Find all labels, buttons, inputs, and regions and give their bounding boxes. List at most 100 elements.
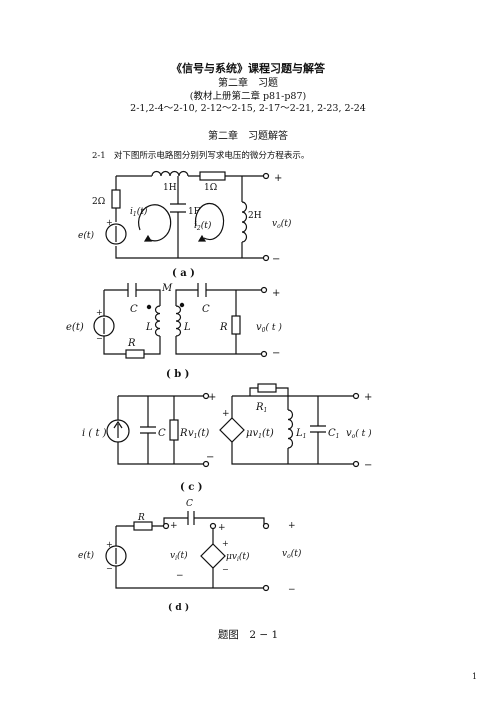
label-mu-vi-t: (t)	[239, 551, 250, 562]
label-r-right: R	[219, 322, 228, 333]
label-c: C	[158, 428, 166, 439]
label-vi: v	[170, 551, 175, 561]
resistor-r1	[257, 383, 277, 393]
svg-text:−: −	[106, 564, 113, 573]
inductor-1h	[151, 170, 189, 177]
label-1h: 1H	[163, 183, 177, 193]
svg-text:+: +	[218, 523, 226, 533]
voltage-source-icon	[105, 223, 127, 245]
label-mu-vi: μv	[226, 552, 237, 562]
svg-text:−: −	[288, 585, 296, 595]
label-c-left: C	[130, 304, 138, 315]
svg-text:C1: C1	[328, 428, 339, 440]
circuit-c: i ( t ) C R v1(t) + − + μv1(t) R1 L1 C1 …	[82, 383, 372, 493]
voltage-source-icon	[93, 315, 115, 337]
resistor-r-right	[231, 315, 241, 335]
label-vo-t: (t)	[281, 218, 292, 229]
label-mu-vi-sub: i	[237, 556, 239, 563]
label-vo: v	[256, 322, 262, 333]
figure-label-c: ( c )	[180, 482, 203, 493]
svg-text:+: +	[274, 173, 282, 184]
label-source-e: e(t)	[66, 322, 84, 333]
svg-text:−: −	[364, 460, 372, 471]
svg-text:vo( t ): vo( t )	[346, 428, 372, 440]
label-l-left: L	[145, 322, 153, 333]
problem-statement: 2-1 对下图所示电路图分别列写求电压的微分方程表示。	[92, 149, 309, 161]
label-vo: v	[346, 428, 352, 439]
svg-text:+: +	[288, 521, 296, 531]
capacitor-c1	[310, 425, 326, 433]
label-c1: C	[328, 428, 336, 439]
current-source-icon	[106, 419, 130, 443]
label-c1-sub: 1	[336, 433, 340, 440]
label-l1: L	[295, 428, 303, 439]
svg-text:−: −	[96, 334, 103, 343]
label-i2: i	[194, 221, 197, 231]
label-vo: v	[282, 549, 287, 559]
label-v1: v	[188, 428, 194, 439]
capacitor-c	[140, 426, 156, 434]
label-vo-t: (t)	[291, 548, 302, 559]
inductor-l1	[287, 409, 294, 449]
inductor-l-primary	[154, 305, 161, 337]
label-i1-sub: 1	[133, 211, 137, 218]
label-vi-t: (t)	[177, 550, 188, 561]
resistor-1ohm	[199, 171, 226, 181]
inductor-2h	[241, 201, 248, 243]
dependent-voltage-source-icon	[200, 543, 226, 569]
solutions-heading: 第二章 习题解答	[208, 131, 288, 142]
svg-text:+: +	[106, 540, 113, 549]
svg-text:+: +	[364, 392, 372, 403]
label-l1-sub: 1	[303, 433, 307, 440]
label-vo-sub: o	[287, 553, 291, 560]
circuit-b: C M C L L R R + − e(t) + v0( t ) − ( b )	[66, 283, 282, 380]
label-source-e: e(t)	[78, 230, 94, 241]
svg-text:R1: R1	[255, 402, 267, 414]
capacitor-c	[187, 511, 195, 525]
resistor-r	[133, 521, 153, 531]
svg-text:−: −	[272, 254, 280, 265]
label-r: R	[179, 428, 188, 439]
label-r1: R	[255, 402, 264, 413]
label-i2-sub: 2	[196, 225, 201, 232]
problem-number: 2-1	[92, 151, 106, 161]
label-2h: 2H	[248, 211, 262, 221]
svg-text:L1: L1	[295, 428, 306, 440]
svg-text:−: −	[272, 348, 280, 359]
label-v1-t: (t)	[197, 428, 209, 439]
label-i2-t: (t)	[201, 220, 212, 231]
svg-text:μvi(t): μvi(t)	[226, 551, 250, 563]
dependent-voltage-source-icon	[219, 417, 245, 443]
chapter-exercises-heading: 第二章 习题	[218, 78, 278, 89]
label-mu-v1-t: (t)	[262, 428, 274, 439]
svg-text:+: +	[106, 218, 113, 227]
label-r: R	[137, 513, 145, 523]
inductor-l-secondary	[175, 305, 182, 337]
problem-text: 对下图所示电路图分别列写求电压的微分方程表示。	[113, 151, 310, 161]
svg-text:vo(t): vo(t)	[272, 218, 292, 230]
label-vo-t: ( t )	[355, 428, 372, 439]
svg-text:−: −	[222, 565, 229, 574]
figure-label-b: ( b )	[166, 369, 189, 380]
resistor-r	[169, 419, 179, 441]
svg-text:μv1(t): μv1(t)	[246, 428, 274, 440]
label-1ohm: 1Ω	[204, 183, 217, 193]
loop-current-arrow-icon	[194, 202, 225, 241]
capacitor-c-right	[197, 283, 207, 297]
page-number: 1	[472, 672, 478, 681]
label-vo-sub: o	[277, 223, 281, 230]
document-title: 《信号与系统》课程习题与解答	[171, 62, 325, 75]
svg-text:−: −	[176, 571, 184, 581]
svg-text:+: +	[170, 521, 178, 531]
svg-text:i2(t): i2(t)	[194, 220, 212, 232]
resistor-2ohm	[111, 189, 121, 209]
label-source-e: e(t)	[78, 550, 94, 561]
label-source-i: i ( t )	[82, 428, 107, 439]
label-vo-sub: 0	[262, 327, 266, 334]
label-mu-v1-sub: 1	[258, 433, 262, 440]
label-i1-t: (t)	[137, 206, 148, 217]
label-c: C	[186, 499, 193, 509]
figure-caption: 题图 2 − 1	[217, 629, 279, 641]
svg-text:v1(t): v1(t)	[188, 428, 209, 440]
